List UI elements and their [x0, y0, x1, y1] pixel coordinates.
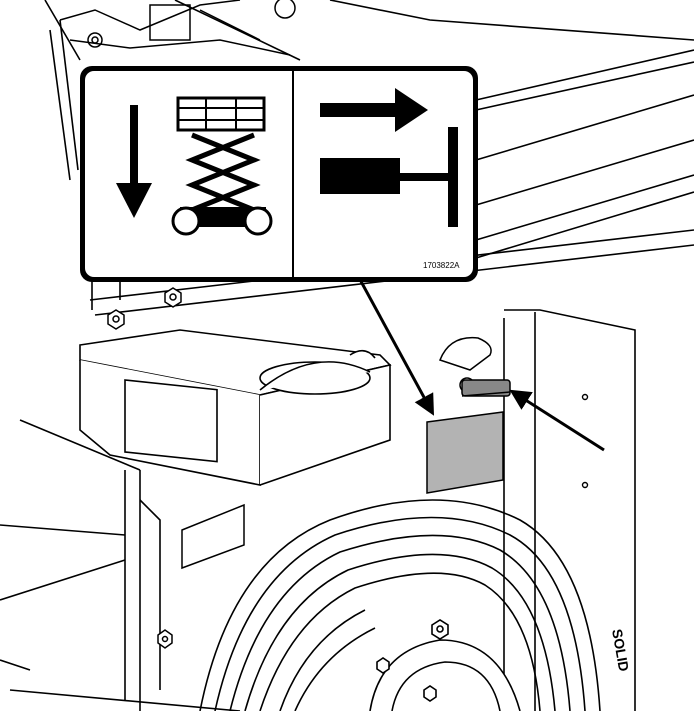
- wheel-right-icon: [243, 206, 273, 236]
- push-lock-pin-icon: [320, 88, 458, 227]
- tray-housing: [79, 329, 392, 486]
- wheel-area-bolt: [157, 629, 173, 649]
- latch-handle: [439, 336, 511, 397]
- pin-shaft-icon: [398, 173, 453, 181]
- lowered-platform-scissor-icon: [116, 96, 273, 236]
- wheel: [199, 499, 601, 711]
- deck-bolts: [107, 287, 182, 330]
- decal-placement-area: [426, 411, 504, 494]
- pin-stop-icon: [448, 127, 458, 227]
- wheel-left-icon: [171, 206, 201, 236]
- upper-hinge-assembly: [59, 0, 296, 56]
- right-arrow-icon: [320, 88, 428, 132]
- housing-rivets: [581, 393, 589, 489]
- decal-part-number: 1703822A: [423, 261, 460, 270]
- side-label-slot: [181, 503, 245, 570]
- pin-body-icon: [320, 158, 400, 194]
- latch-pin-arrow: [509, 389, 605, 452]
- wheel-brand-text: SOLID: [609, 628, 632, 673]
- down-arrow-icon: [116, 105, 152, 218]
- decal-callout: 1703822A: [80, 66, 478, 282]
